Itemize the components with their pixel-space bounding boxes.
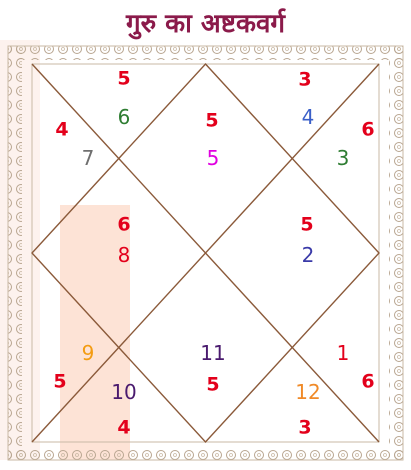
house-score: 6 (361, 373, 374, 392)
house-score: 6 (117, 216, 130, 235)
house-score: 6 (361, 121, 374, 140)
rashi-number: 12 (295, 382, 320, 402)
rashi-number: 8 (118, 245, 131, 265)
house-score: 5 (206, 376, 219, 395)
rashi-number: 4 (302, 107, 315, 127)
house-score: 4 (117, 419, 130, 438)
rashi-number: 6 (118, 107, 131, 127)
house-score: 5 (205, 112, 218, 131)
rashi-number: 1 (337, 343, 350, 363)
rashi-number: 11 (200, 343, 225, 363)
rashi-number: 9 (82, 343, 95, 363)
rashi-number: 3 (337, 148, 350, 168)
rashi-number: 2 (302, 245, 315, 265)
house-score: 4 (55, 121, 68, 140)
rashi-number: 10 (111, 382, 136, 402)
rashi-number: 7 (82, 148, 95, 168)
border-right (389, 46, 403, 460)
house-score: 5 (117, 70, 130, 89)
house-score: 3 (298, 71, 311, 90)
rashi-number: 5 (207, 148, 220, 168)
border-bottom (8, 446, 403, 460)
border-top (8, 46, 403, 60)
border-left (8, 46, 22, 460)
house-score: 3 (298, 419, 311, 438)
house-score: 5 (53, 373, 66, 392)
house-score: 5 (300, 216, 313, 235)
